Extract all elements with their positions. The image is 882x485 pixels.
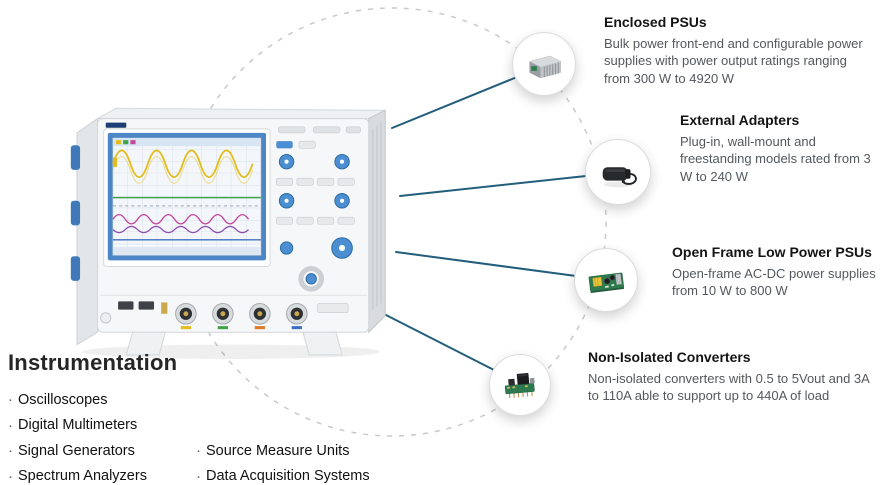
power-button bbox=[100, 312, 112, 324]
open-frame-psu-icon bbox=[588, 272, 624, 293]
trigger-marker bbox=[112, 157, 118, 167]
connector-line-open-frame bbox=[395, 251, 577, 277]
connector-line-external-adapters bbox=[399, 175, 587, 197]
list-item: · Digital Multimeters bbox=[8, 413, 147, 439]
brand-logo bbox=[105, 122, 127, 128]
usb-port bbox=[118, 301, 134, 310]
yellow-sine-trace bbox=[112, 149, 254, 179]
usb-port-2 bbox=[138, 301, 155, 310]
instrumentation-item-signal-generators: Signal Generators bbox=[18, 442, 135, 459]
magenta-trace bbox=[112, 213, 250, 225]
bullet-icon: · bbox=[8, 467, 13, 485]
instrumentation-item-spectrum-analyzers: Spectrum Analyzers bbox=[18, 468, 147, 485]
instrumentation-list-column-1: · Oscilloscopes · Digital Multimeters · … bbox=[8, 387, 147, 485]
list-item: · Oscilloscopes bbox=[8, 387, 147, 413]
instrumentation-heading: Instrumentation bbox=[8, 350, 178, 375]
non-isolated-converter-icon bbox=[505, 373, 536, 399]
yellow-sine-trace-2 bbox=[112, 155, 254, 184]
non-isolated-converters-photo bbox=[489, 354, 551, 416]
bullet-icon: · bbox=[196, 442, 201, 460]
callout-title: Enclosed PSUs bbox=[604, 14, 707, 30]
oscilloscope-illustration bbox=[70, 107, 386, 359]
enclosed-psu-icon bbox=[528, 55, 562, 78]
screen-header-bar bbox=[112, 138, 261, 147]
scope-screen bbox=[103, 128, 271, 268]
instrumentation-item-source-measure-units: Source Measure Units bbox=[206, 442, 350, 459]
callout-description: Open-frame AC-DC power supplies from 10 … bbox=[672, 266, 876, 299]
small-knob bbox=[279, 241, 294, 255]
external-adapter-icon bbox=[602, 167, 637, 188]
button-row-2 bbox=[275, 216, 355, 225]
button-row-1 bbox=[275, 177, 355, 186]
callout-enclosed-psus: Enclosed PSUs Bulk power front-end and c… bbox=[604, 14, 876, 87]
enclosed-psus-photo bbox=[512, 32, 576, 96]
callout-title: Open Frame Low Power PSUs bbox=[672, 244, 872, 260]
scope-blue-clips bbox=[70, 145, 81, 281]
list-item: · Signal Generators bbox=[8, 438, 147, 464]
external-adapters-photo bbox=[585, 139, 651, 205]
callout-non-isolated-converters: Non-Isolated Converters Non-isolated con… bbox=[588, 349, 882, 405]
instrumentation-item-data-acquisition-systems: Data Acquisition Systems bbox=[206, 468, 370, 485]
screen-status-bar bbox=[112, 246, 261, 256]
probe-comp bbox=[161, 302, 168, 314]
knob-row-1 bbox=[278, 153, 350, 170]
open-frame-psus-photo bbox=[574, 248, 638, 312]
purple-trace bbox=[112, 225, 249, 234]
bullet-icon: · bbox=[8, 416, 13, 434]
connector-line-non-isolated bbox=[383, 313, 495, 371]
knob-row-2 bbox=[278, 193, 350, 209]
instrumentation-item-digital-multimeters: Digital Multimeters bbox=[18, 417, 138, 434]
screen-grid bbox=[112, 146, 261, 247]
scope-vent-lines bbox=[372, 122, 382, 310]
callout-description: Non-isolated converters with 0.5 to 5Vou… bbox=[588, 371, 870, 404]
scope-foot-left bbox=[125, 331, 166, 356]
scope-foot-right bbox=[302, 331, 343, 356]
list-item: · Data Acquisition Systems bbox=[196, 464, 370, 485]
bullet-icon: · bbox=[196, 467, 201, 485]
instrumentation-item-oscilloscopes: Oscilloscopes bbox=[18, 391, 108, 408]
scope-connector-strip bbox=[99, 294, 367, 330]
callout-title: Non-Isolated Converters bbox=[588, 349, 751, 365]
bullet-icon: · bbox=[8, 442, 13, 460]
scope-control-panel bbox=[275, 126, 361, 292]
connector-line-enclosed-psus bbox=[391, 76, 518, 129]
bnc-connectors bbox=[175, 302, 308, 325]
callout-external-adapters: External Adapters Plug-in, wall-mount an… bbox=[680, 112, 882, 185]
bullet-icon: · bbox=[8, 391, 13, 409]
callout-description: Plug-in, wall-mount and freestanding mod… bbox=[680, 134, 871, 184]
list-item: · Source Measure Units bbox=[196, 438, 370, 464]
navigation-ring bbox=[298, 265, 325, 292]
instrumentation-list-column-2: · Source Measure Units · Data Acquisitio… bbox=[196, 438, 370, 485]
callout-description: Bulk power front-end and configurable po… bbox=[604, 36, 863, 86]
callout-title: External Adapters bbox=[680, 112, 800, 128]
scope-top-panel bbox=[95, 107, 386, 120]
list-item: · Spectrum Analyzers bbox=[8, 464, 147, 485]
callout-open-frame-psus: Open Frame Low Power PSUs Open-frame AC-… bbox=[672, 244, 882, 300]
